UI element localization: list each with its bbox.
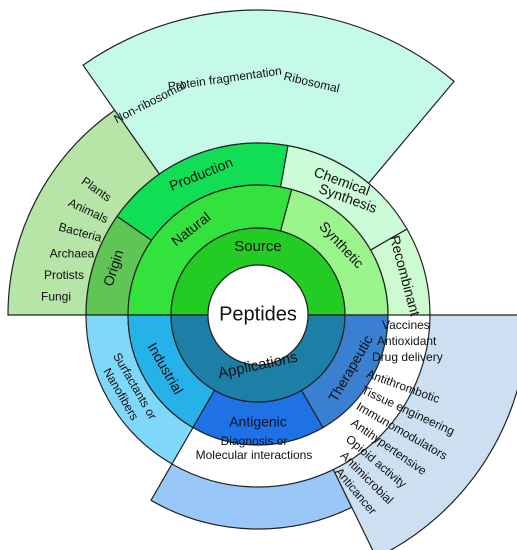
therapeutic-item: Antioxidant [377, 334, 437, 348]
origin-item: Protists [44, 268, 84, 282]
source-label: Source [234, 238, 282, 255]
therapeutic-item: Drug delivery [372, 350, 443, 364]
antigenic-detail-line2: Molecular interactions [196, 448, 313, 462]
antigenic-detail-line1: Diagnosis or [221, 434, 288, 448]
center-layer [207, 264, 309, 366]
therapeutic-item: Vaccines [382, 318, 430, 332]
outer-layer [7, 9, 517, 550]
ring2-layer [127, 184, 389, 446]
therapeutic-detail-segment [332, 314, 517, 550]
origin-item: Fungi [41, 290, 71, 304]
origin-item: Archaea [50, 247, 95, 261]
ring3-layer [85, 142, 431, 465]
center-circle [207, 264, 309, 366]
antigenic-label: Antigenic [229, 414, 287, 430]
center-label: Peptides [219, 303, 297, 325]
antigenic-detail-segment [150, 463, 353, 530]
